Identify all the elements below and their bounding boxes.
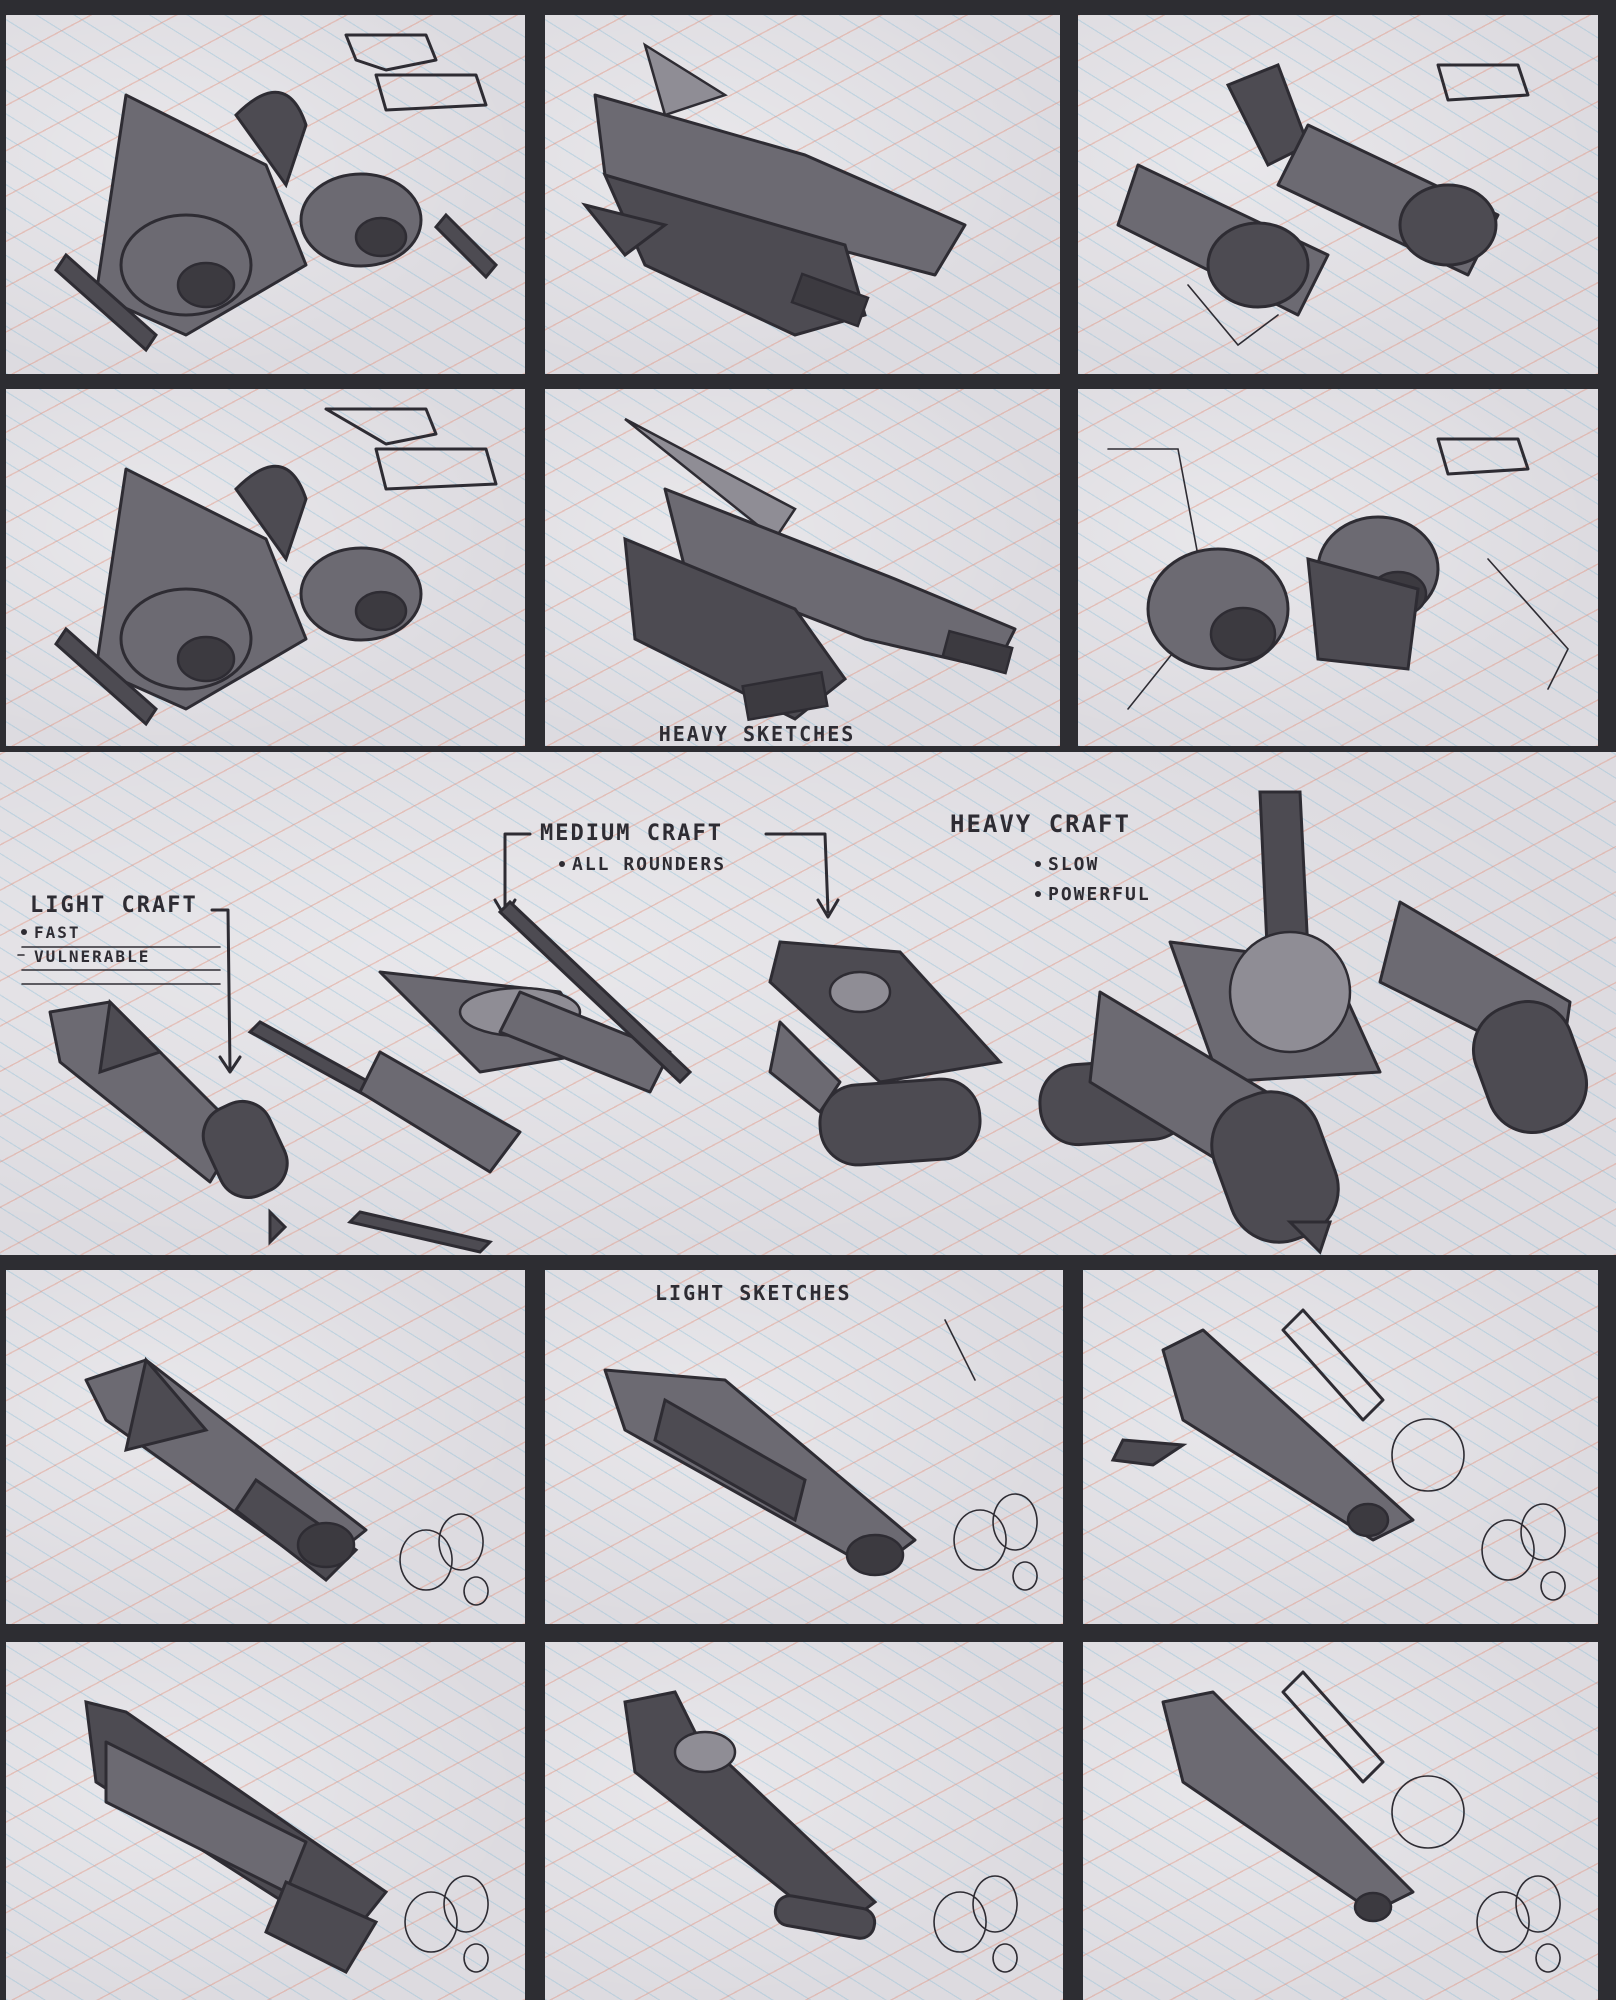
light-sketch-panel-6 — [1083, 1642, 1598, 2000]
heavy-sketch-panel-2 — [545, 15, 1060, 374]
heavy-craft-ship — [1088, 790, 1589, 1255]
heavy-craft-powerful: POWERFUL — [1048, 884, 1151, 905]
light-ship-sketch: LIGHT SKETCHES — [603, 1281, 1038, 1591]
light-sketch-panel-1 — [6, 1270, 525, 1624]
light-sketches-label: LIGHT SKETCHES — [655, 1281, 852, 1305]
medium-craft-all-rounders: ALL ROUNDERS — [572, 854, 726, 875]
heavy-craft-label: HEAVY CRAFT — [950, 810, 1131, 838]
light-craft-vulnerable: VULNERABLE — [34, 947, 150, 966]
light-sketch-panel-3 — [1083, 1270, 1598, 1624]
heavy-craft-slow: SLOW — [1048, 854, 1099, 875]
light-ship-sketch — [1110, 1308, 1566, 1601]
medium-craft-ship-1 — [247, 899, 693, 1254]
heavy-sketches-label: HEAVY SKETCHES — [659, 722, 856, 746]
craft-overview-art: LIGHT CRAFT FAST VULNERABLE MEDIUM CRAFT… — [17, 790, 1589, 1255]
light-sketch-panel-2: LIGHT SKETCHES — [545, 1270, 1063, 1624]
heavy-ship-sketch — [54, 407, 498, 727]
light-ship-sketch — [1161, 1670, 1561, 1973]
heavy-sketch-panel-6 — [1078, 389, 1598, 746]
light-ship-sketch — [623, 1690, 1018, 1973]
heavy-ship-sketch — [1116, 63, 1530, 347]
craft-overview-panel: LIGHT CRAFT FAST VULNERABLE MEDIUM CRAFT… — [0, 752, 1616, 1255]
light-ship-sketch — [84, 1700, 489, 1974]
heavy-ship-sketch — [1107, 437, 1569, 710]
light-craft-ship — [48, 998, 289, 1246]
heavy-ship-sketch — [623, 417, 1017, 722]
light-ship-sketch — [84, 1356, 489, 1606]
light-craft-fast: FAST — [34, 923, 81, 942]
light-craft-label: LIGHT CRAFT — [30, 893, 198, 918]
light-sketch-panel-4 — [6, 1642, 525, 2000]
heavy-sketch-panel-1 — [6, 15, 525, 374]
heavy-sketch-panel-4 — [6, 389, 525, 746]
heavy-ship-sketch — [54, 33, 499, 353]
medium-craft-label: MEDIUM CRAFT — [540, 821, 723, 846]
heavy-ship-sketch — [581, 42, 967, 337]
heavy-sketch-panel-3 — [1078, 15, 1598, 374]
light-sketch-panel-5 — [545, 1642, 1063, 2000]
heavy-sketch-panel-5: HEAVY SKETCHES — [545, 389, 1060, 746]
medium-craft-ship-2 — [768, 940, 1192, 1167]
